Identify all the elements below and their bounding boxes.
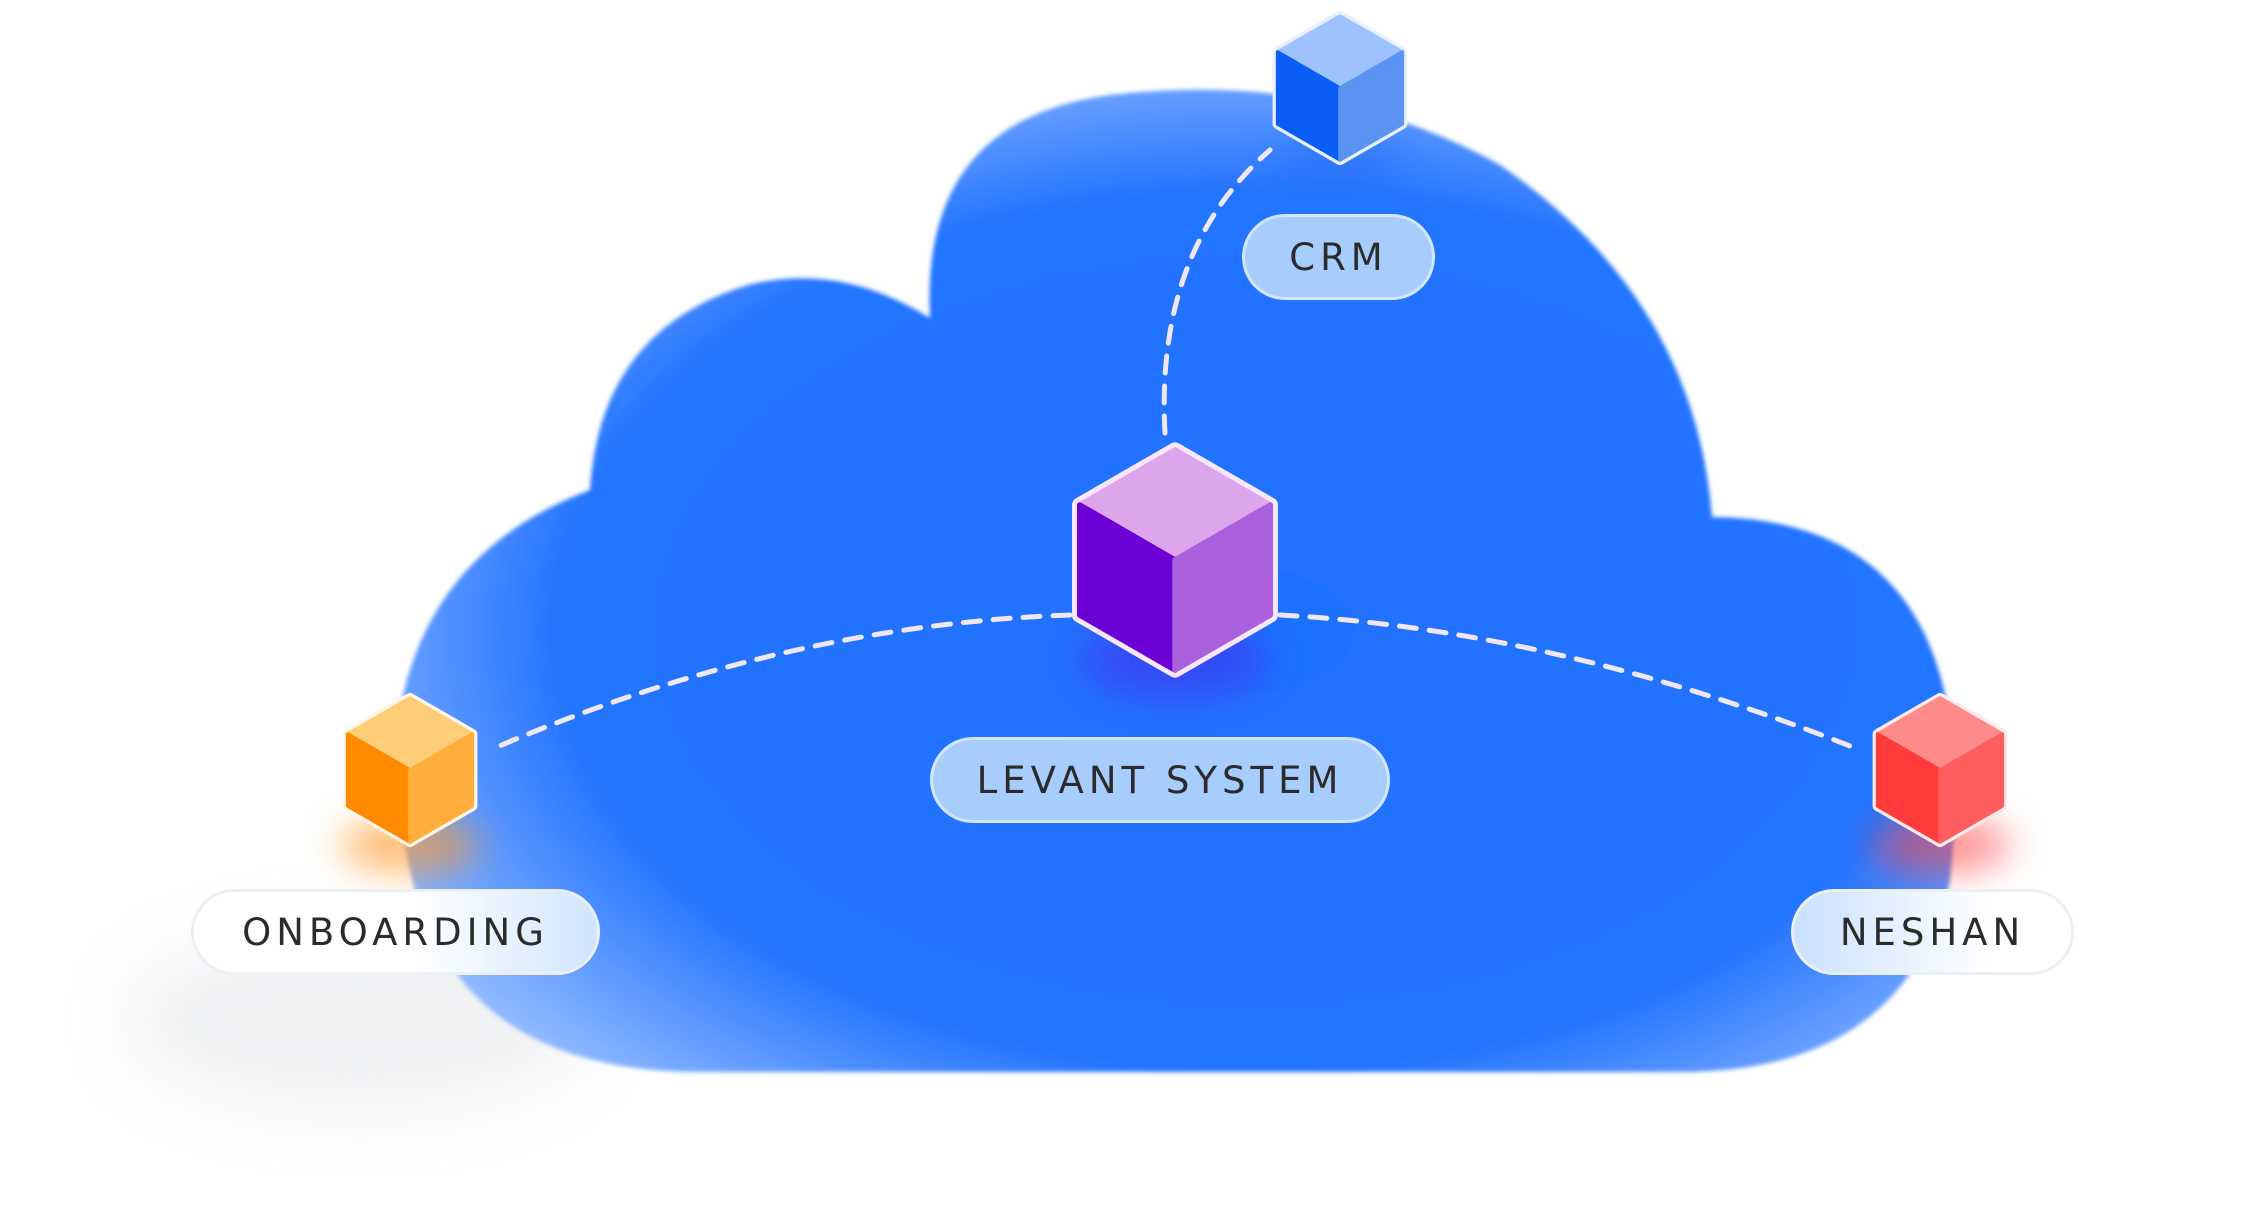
levant-system-cube-right-face	[1172, 502, 1274, 673]
onboarding-cube-icon	[342, 692, 478, 848]
neshan-cube-icon	[1872, 692, 2008, 848]
neshan-label: NESHAN	[1791, 889, 2074, 975]
crm-label: CRM	[1242, 214, 1435, 300]
crm-cube-icon	[1272, 10, 1408, 166]
crm-cube-right-face	[1338, 50, 1405, 162]
levant-system-cube-icon	[1072, 442, 1278, 678]
connector-levant-system-to-onboarding	[487, 612, 1073, 753]
cube-nodes	[342, 10, 2008, 848]
levant-system-label: LEVANT SYSTEM	[930, 737, 1390, 823]
connector-levant-system-to-crm	[1161, 147, 1273, 436]
connector-levant-system-to-neshan	[1277, 612, 1863, 753]
connector-lines	[487, 147, 1863, 753]
onboarding-label: ONBOARDING	[191, 889, 600, 975]
neshan-cube-right-face	[1938, 732, 2005, 844]
onboarding-cube-right-face	[408, 732, 475, 844]
